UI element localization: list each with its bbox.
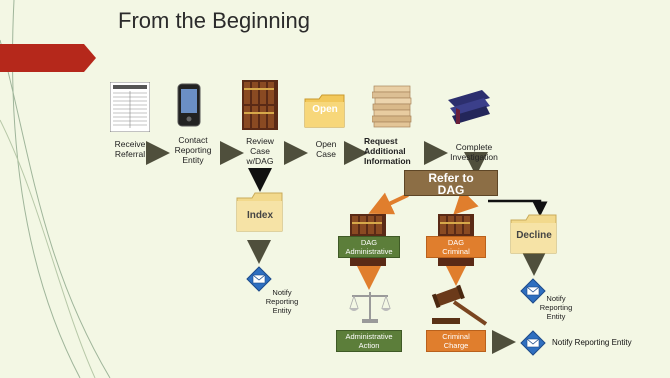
refer-to-dag-box: Refer to DAG [404,170,498,196]
scales-icon [349,292,391,323]
notify-decline-label: Notify Reporting Entity [539,294,573,321]
decline-folder-icon [510,214,557,254]
notify-bottom-label: Notify Reporting Entity [552,338,632,347]
criminal-charge-box: Criminal Charge [426,330,486,352]
step-request-label: Request Additional Information [364,136,411,166]
arrow-refer-decline [488,199,548,217]
dag-criminal-box: DAG Criminal [426,236,486,258]
slide-title: From the Beginning [118,8,310,33]
notify-decline-mail-icon [520,278,546,304]
index-folder-icon [236,192,283,232]
dag-administrative-box: DAG Administrative [338,236,400,258]
step-open-label: Open Case [315,139,337,159]
red-accent-tab [0,44,96,72]
phone-icon [177,83,201,127]
arrow-refer-admin [368,192,409,215]
notify-mail-icon [246,266,272,292]
administrative-action-box: Administrative Action [336,330,402,352]
criminal-books-base [438,258,474,266]
notify-index-label: Notify Reporting Entity [265,288,299,315]
open-folder-label: Open [312,104,338,115]
notify-bottom-mail-icon [520,330,546,356]
gavel-icon [431,284,488,326]
decline-folder-label: Decline [516,230,552,241]
open-folder-icon [304,94,345,128]
paper-stack-icon [372,85,412,128]
index-folder-label: Index [246,210,274,221]
binders-icon [448,90,490,124]
referral-form-icon [110,82,150,132]
arrow-refer-criminal [453,189,479,215]
admin-books-icon [350,214,386,236]
step-contact-label: Contact Reporting Entity [174,135,212,165]
law-books-icon [242,80,278,130]
admin-books-base [350,258,386,266]
criminal-books-icon [438,214,474,236]
step-review-label: Review Case w/DAG [246,136,274,166]
step-receive-label: Receive Referral [114,139,146,159]
step-complete-label: Complete Investigation [450,142,498,162]
